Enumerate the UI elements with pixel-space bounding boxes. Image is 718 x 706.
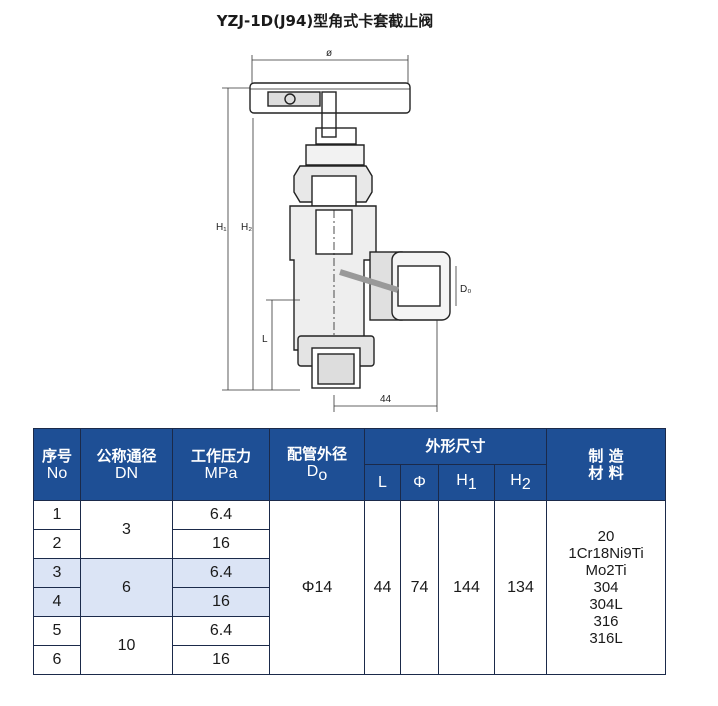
material-item: 316L [589,630,623,647]
cell-no: 5 [33,616,81,646]
material-item: 316 [593,613,619,630]
cell-no: 3 [33,558,81,588]
material-item: Mo2Ti [585,562,627,579]
header-h2: H2 [493,464,548,501]
cell-pressure: 6.4 [172,500,270,530]
page-title: YZJ-1D(J94)型角式卡套截止阀 [216,12,434,30]
cell-no: 4 [33,587,81,617]
dim-l-label: L [262,334,268,345]
cell-no: 1 [33,500,81,530]
table-row: 4 16 [33,587,666,617]
cell-h1: 144 [438,500,495,675]
header-l: L [364,464,401,501]
cell-pressure: 16 [172,645,270,675]
cell-materials: 20 1Cr18Ni9Ti Mo2Ti 304 304L 316 316L [546,500,667,675]
cell-phi: 74 [400,500,439,675]
valve-drawing: ø H₁ H₂ L D₀ 44 [216,48,471,412]
cell-dn: 6 [80,558,173,617]
cell-no: 2 [33,529,81,559]
cell-pressure: 6.4 [172,616,270,646]
dim-phi-label: ø [326,48,332,59]
header-dimensions: 外形尺寸 [363,428,548,465]
cell-pipe-od: Φ14 [269,500,365,675]
dim-do-label: D₀ [460,284,471,295]
header-phi: Φ [400,464,439,501]
cell-dn: 10 [80,616,173,675]
cell-h2: 134 [493,500,548,675]
dim-h2-label: H₂ [241,222,252,233]
dim-h1-label: H₁ [216,222,227,233]
header-h1: H1 [438,464,495,501]
cell-pressure: 6.4 [172,558,270,588]
handle-bar [249,82,411,114]
cell-pressure: 16 [172,529,270,559]
header-material: 制 造材 料 [546,428,667,501]
bonnet-nut [305,144,365,166]
cell-pressure: 16 [172,587,270,617]
material-item: 304 [593,579,619,596]
table-row: 2 16 [33,529,666,559]
valve-stem [321,91,337,138]
cell-no: 6 [33,645,81,675]
table-row: 5 10 6.4 [33,616,666,675]
table-row: 1 3 6.4 Φ14 44 74 144 134 20 1Cr18Ni9Ti … [33,500,667,675]
table-row: 6 16 [33,645,666,675]
material-item: 1Cr18Ni9Ti [568,545,644,562]
material-item: 20 [597,528,615,545]
cell-l: 44 [364,500,401,675]
cell-dn: 3 [80,500,173,559]
dim-44-label: 44 [380,394,392,405]
material-item: 304L [589,596,623,613]
